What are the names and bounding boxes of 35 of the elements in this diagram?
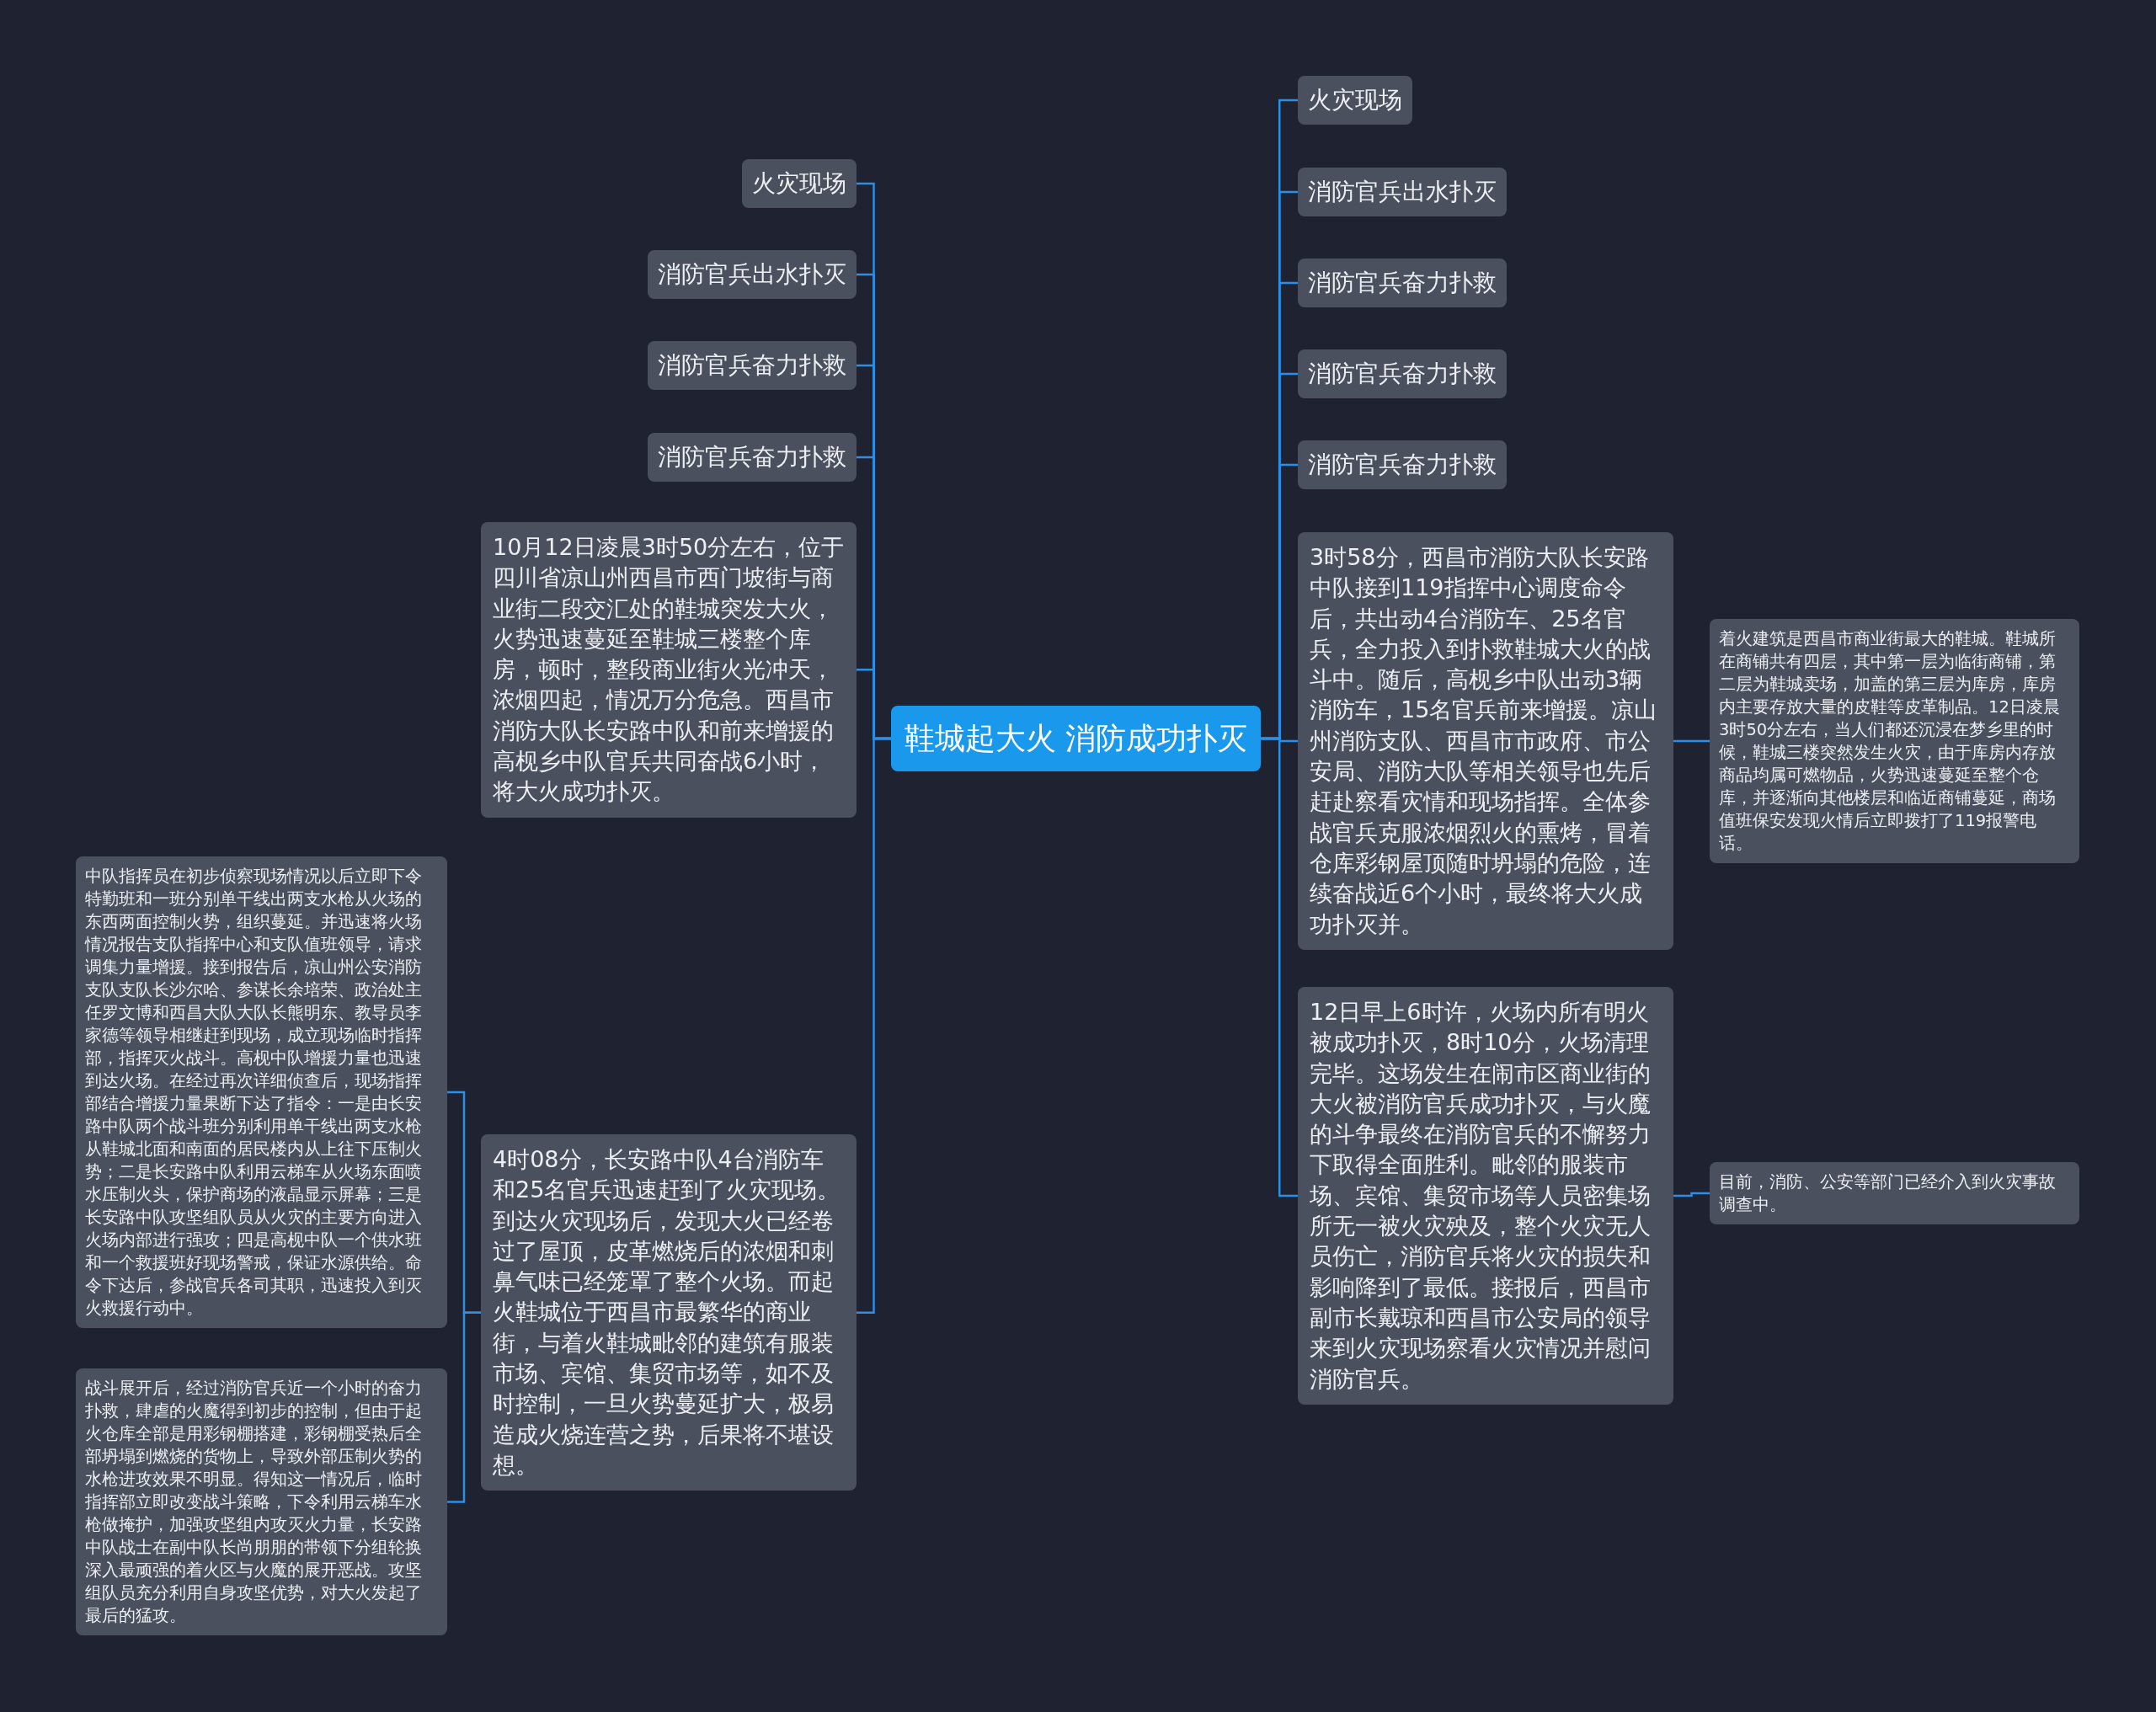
- connector-line: [447, 1311, 481, 1503]
- topic-text: 中队指挥员在初步侦察现场情况以后立即下令特勤班和一班分别单干线出两支水枪从火场的东西两面控制火势，组织蔓延。并迅速将火场情况报告支队指挥中心和支队值班领导，请求调集力量增援。接到报告后，凉山州公安消防支队支队长沙尔哈、参谋长余培荣、政治处主任罗文博和西昌大队大队长熊明东、教导员李家德等领导相继赶到现场，成立现场临时指挥部，指挥灭火战斗。高枧中队增援力量也迅速到达火场。在经过再次详细侦查后，现场指挥部结合增援力量果断下达了指令：一是由长安路中队两个战斗班分别利用单干线出两支水枪从鞋城北面和南面的居民楼内从上往下压制火势；二是长安路中队利用云梯车从火场东面喷水压制火头，保护商场的液晶显示屏幕；三是长安路中队攻坚组队员从火灾的主要方向进入火场内部进行强攻；四是高枧中队一个供水班和一个救援班好现场警戒，保证水源供给。命令下达后，参战官兵各司其职，迅速投入到灭火救援行动中。: [85, 866, 423, 1320]
- topic-title: 鞋城起大火 消防成功扑灭: [905, 720, 1248, 757]
- topic-box: [648, 341, 857, 390]
- connector-line: [1673, 739, 1710, 743]
- topic-text: 消防官兵出水扑灭: [1308, 177, 1497, 207]
- topic-text: 火灾现场: [1308, 85, 1402, 115]
- topic-text: 4时08分，长安路中队4台消防车和25名官兵迅速赶到了火灾现场。到达火灾现场后，发现大火已经卷过了屋顶，皮革燃烧后的浓烟和刺鼻气味已经笼罩了整个火场。而起火鞋城位于西昌市最繁华的商业街，与着火鞋城毗邻的建筑有服装市场、宾馆、集贸市场等，如不及时控制，一旦火势蔓延扩大，极易造成火烧连营之势，后果将不堪设想。: [493, 1145, 841, 1480]
- topic-box: [648, 250, 857, 299]
- topic-text: 12日早上6时许，火场内所有明火被成功扑灭，8时10分，火场清理完毕。这场发生在闹市区商业街的大火被消防官兵成功扑灭，与火魔的斗争最终在消防官兵的不懈努力下取得全面胜利。毗邻的服装市场、宾馆、集贸市场等人员密集场所无一被火灾殃及，整个火灾无人员伤亡，消防官兵将火灾的损失和影响降到了最低。接报后，西昌市副市长戴琼和西昌市公安局的领导来到火灾现场察看火灾情况并慰问消防官兵。: [1310, 998, 1652, 1394]
- connector-line: [857, 737, 891, 1314]
- topic-text: 消防官兵奋力扑救: [658, 442, 846, 472]
- topic-text: 消防官兵奋力扑救: [1308, 450, 1497, 480]
- topic-box: [1298, 259, 1507, 307]
- topic-text: 着火建筑是西昌市商业街最大的鞋城。鞋城所在商铺共有四层，其中第一层为临街商铺，第二层为鞋城卖场，加盖的第三层为库房，库房内主要存放大量的皮鞋等皮革制品。12日凌晨3时50分左右，当人们都还沉浸在梦乡里的时候，鞋城三楼突然发生火灾，由于库房内存放商品均属可燃物品，火势迅速蔓延至整个仓库，并逐渐向其他楼层和临近商铺蔓延，商场值班保安发现火情后立即拨打了119报警电话。: [1719, 628, 2061, 855]
- topic-box: [1298, 349, 1507, 398]
- text-card: [1710, 1162, 2079, 1224]
- topic-box: [648, 433, 857, 482]
- text-card: [76, 1368, 447, 1635]
- topic-box: [1298, 76, 1412, 125]
- topic-text: 消防官兵奋力扑救: [1308, 359, 1497, 389]
- topic-text: 目前，消防、公安等部门已经介入到火灾事故调查中。: [1719, 1171, 2057, 1216]
- connector-line: [1673, 1192, 1710, 1197]
- topic-box: [742, 159, 857, 208]
- connector-line: [1261, 737, 1298, 1197]
- topic-text: 3时58分，西昌市消防大队长安路中队接到119指挥中心调度命令后，共出动4台消防车、25名官兵，全力投入到扑救鞋城大火的战斗中。随后，高枧乡中队出动3辆消防车，15名官兵前来增援。凉山州消防支队、西昌市市政府、市公安局、消防大队等相关领导也先后赶赴察看灾情和现场指挥。全体参战官兵克服浓烟烈火的熏烤，冒着仓库彩钢屋顶随时坍塌的危险，连续奋战近6个小时，最终将大火成功扑灭并。: [1310, 543, 1658, 939]
- topic-text: 消防官兵出水扑灭: [658, 259, 846, 290]
- topic-text: 火灾现场: [752, 168, 846, 199]
- topic-text: 战斗展开后，经过消防官兵近一个小时的奋力扑救，肆虐的火魔得到初步的控制，但由于起火仓库全部是用彩钢棚搭建，彩钢棚受热后全部坍塌到燃烧的货物上，导致外部压制火势的水枪进攻效果不明显。得知这一情况后，临时指挥部立即改变战斗策略，下令利用云梯车水枪做掩护，加强攻坚组内攻灭火力量，长安路中队战士在副中队长尚朋朋的带领下分组轮换深入最顽强的着火区与火魔的展开恶战。攻坚组队员充分利用自身攻坚优势，对大火发起了最后的猛攻。: [85, 1378, 423, 1627]
- topic-box: [1298, 168, 1507, 216]
- topic-box: [1298, 440, 1507, 489]
- topic-text: 消防官兵奋力扑救: [1308, 268, 1497, 298]
- topic-text: 10月12日凌晨3时50分左右，位于四川省凉山州西昌市西门坡街与商业街二段交汇处的鞋城突发大火，火势迅速蔓延至鞋城三楼整个库房，顿时，整段商业街火光冲天，浓烟四起，情况万分危急。西昌市消防大队长安路中队和前来增援的高枧乡中队官兵共同奋战6小时，将大火成功扑灭。: [493, 533, 845, 807]
- central-topic: [891, 706, 1262, 771]
- topic-text: 消防官兵奋力扑救: [658, 350, 846, 381]
